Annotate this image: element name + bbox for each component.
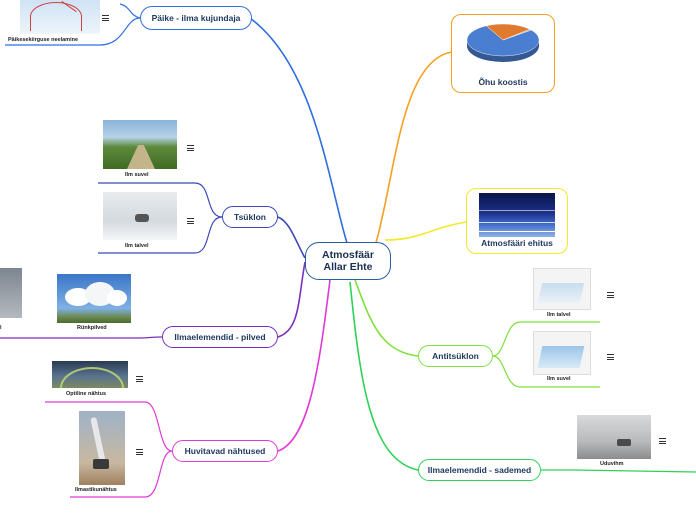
connector-sademed bbox=[349, 281, 419, 471]
branch-antitsuklon[interactable]: Antitsüklon bbox=[418, 345, 493, 367]
tsuklon-summer-image bbox=[103, 120, 177, 169]
pie-side bbox=[467, 40, 539, 62]
air-composition-pie bbox=[466, 23, 540, 62]
connector-paike-image bbox=[5, 17, 141, 46]
connector-anti-talv bbox=[492, 321, 600, 357]
connector-huvitavad-ilmastik bbox=[70, 450, 173, 498]
cumulus-clouds-image bbox=[57, 274, 131, 323]
caption-anti-talv: Ilm talvel bbox=[547, 312, 571, 318]
note-icon[interactable] bbox=[607, 354, 614, 360]
branch-paike[interactable]: Päike - ilma kujundaja bbox=[140, 6, 252, 30]
connector-ohk bbox=[374, 51, 453, 247]
branch-tsuklon[interactable]: Tsüklon bbox=[222, 206, 278, 228]
connector-anti-suvi bbox=[492, 355, 600, 388]
note-icon[interactable] bbox=[136, 376, 143, 382]
drizzle-image bbox=[577, 415, 651, 459]
sun-radiation-image bbox=[20, 0, 100, 34]
branch-sademed[interactable]: Ilmaelemendid - sademed bbox=[418, 459, 541, 481]
caption-ilmastik: Ilmastikunähtus bbox=[75, 487, 117, 493]
caption-rankpilved: Rünkpilved bbox=[77, 325, 107, 331]
tsuklon-winter-image bbox=[103, 192, 177, 240]
branch-paike-label: Päike - ilma kujundaja bbox=[151, 13, 241, 23]
branch-ohk-label: Õhu koostis bbox=[478, 77, 528, 87]
caption-paikesekiirgus: Päikesekiirguse neelamine bbox=[8, 37, 79, 43]
connector-paike bbox=[249, 17, 353, 259]
pie-slice-2 bbox=[502, 29, 532, 41]
weather-phenomenon-image bbox=[79, 411, 125, 485]
connector-sademed-image bbox=[541, 469, 696, 473]
note-icon[interactable] bbox=[659, 438, 666, 444]
note-icon[interactable] bbox=[187, 218, 194, 224]
branch-antitsuklon-label: Antitsüklon bbox=[432, 351, 479, 361]
caption-uduvihm: Uduvihm bbox=[600, 461, 624, 467]
branch-sademed-label: Ilmaelemendid - sademed bbox=[427, 465, 532, 475]
branch-tsuklon-label: Tsüklon bbox=[234, 212, 266, 222]
connector-paike-top bbox=[119, 3, 141, 19]
branch-pilved[interactable]: Ilmaelemendid - pilved bbox=[162, 326, 278, 348]
anticyclone-summer-image bbox=[533, 331, 591, 375]
anticyclone-winter-image bbox=[533, 268, 591, 310]
pie-slice-0 bbox=[466, 25, 540, 57]
connector-huvitavad-optiline bbox=[45, 401, 173, 452]
caption-anti-suvi: Ilm suvel bbox=[547, 376, 571, 382]
note-icon[interactable] bbox=[607, 292, 614, 298]
atmosphere-layers-image bbox=[479, 193, 555, 237]
connector-pilved bbox=[277, 261, 306, 338]
connector-tsuklon-talv bbox=[98, 216, 223, 254]
caption-cut: l bbox=[0, 325, 2, 331]
branch-huvitavad-label: Huvitavad nähtused bbox=[184, 446, 266, 456]
caption-optiline: Optiline nähtus bbox=[66, 391, 107, 397]
connector-pilved-image bbox=[0, 336, 163, 339]
branch-pilved-label: Ilmaelemendid - pilved bbox=[174, 332, 266, 342]
caption-tsuklon-suvi: Ilm suvel bbox=[125, 172, 149, 178]
root-author: Allar Ehte bbox=[323, 261, 373, 273]
branch-huvitavad[interactable]: Huvitavad nähtused bbox=[172, 440, 278, 462]
connector-antitsuklon bbox=[354, 279, 419, 357]
connector-tsuklon bbox=[277, 216, 306, 259]
optical-phenomenon-image bbox=[52, 361, 128, 388]
note-icon[interactable] bbox=[102, 15, 109, 21]
branch-ehitus-label: Atmosfääri ehitus bbox=[481, 238, 553, 248]
note-icon[interactable] bbox=[136, 449, 143, 455]
connector-ehitus bbox=[384, 221, 467, 241]
clouds-image-left bbox=[0, 268, 22, 318]
caption-tsuklon-talv: Ilm talvel bbox=[125, 243, 149, 249]
pie-slice-1 bbox=[485, 23, 531, 41]
root-title: Atmosfäär bbox=[322, 249, 374, 261]
root-node[interactable]: Atmosfäär Allar Ehte bbox=[305, 242, 391, 280]
connector-tsuklon-suvi bbox=[98, 182, 223, 218]
note-icon[interactable] bbox=[187, 145, 194, 151]
connector-huvitavad bbox=[277, 279, 331, 452]
